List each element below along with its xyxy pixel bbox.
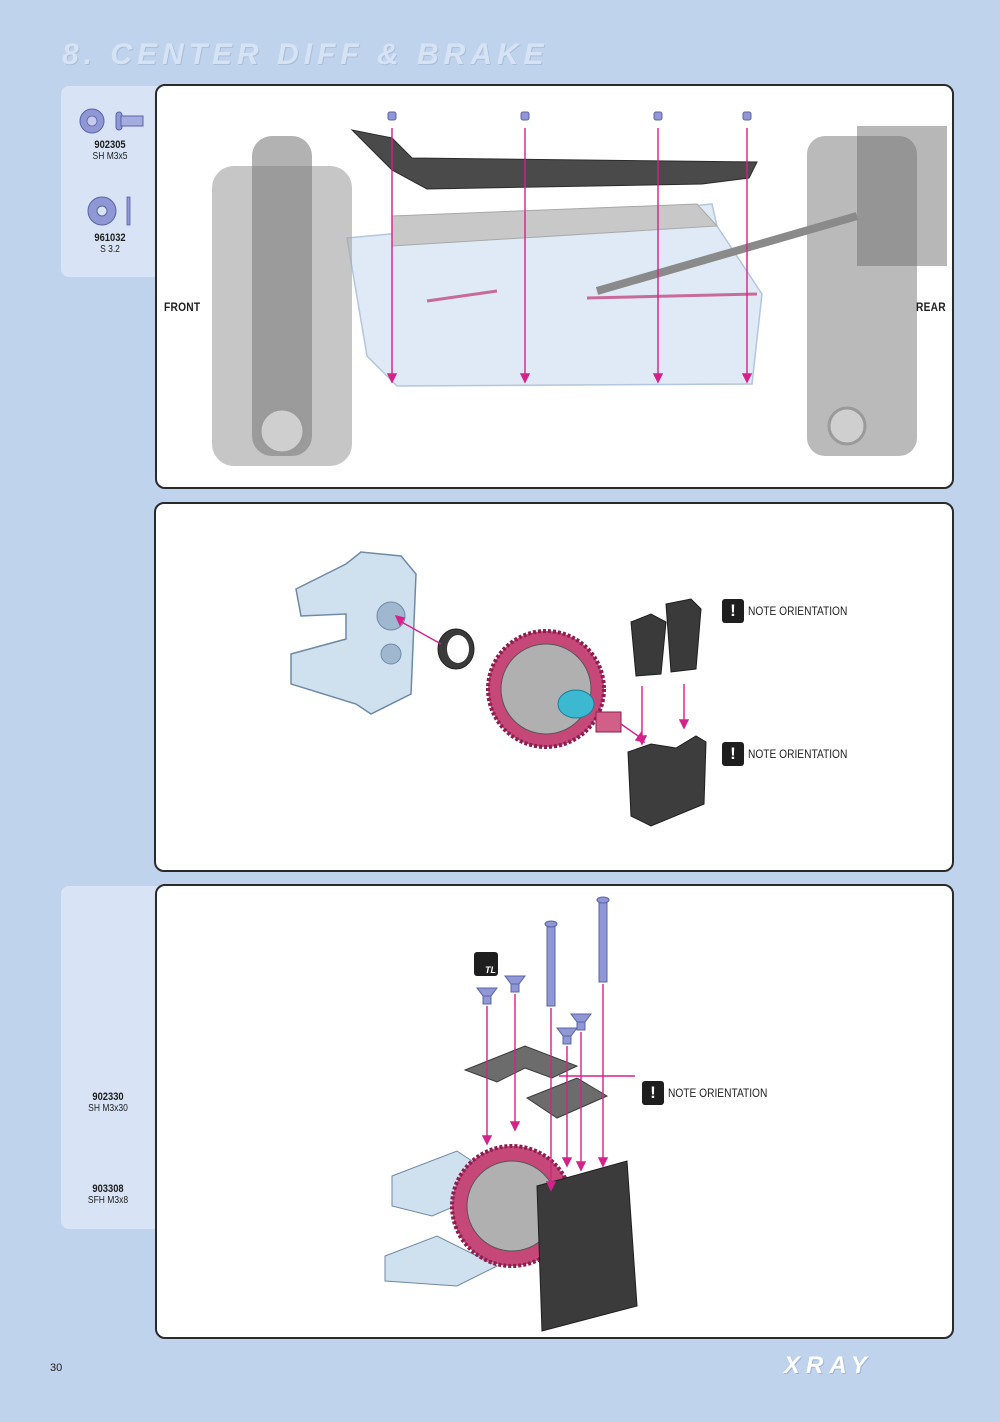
part-903308: 903308 SFH M3x8	[87, 1183, 129, 1207]
brake-assembly-illustration	[384, 896, 638, 1332]
part-961032: 961032 S 3.2	[94, 232, 126, 256]
threadlock-icon: TL	[474, 952, 498, 976]
page-number: 30	[50, 1362, 63, 1374]
step1-panel	[155, 84, 954, 489]
page-title: 8. CENTER DIFF & BRAKE	[62, 38, 549, 71]
step3-panel	[155, 884, 954, 1339]
note-orientation-bottom: ! NOTE ORIENTATION	[722, 742, 865, 766]
part-902330: 902330 SH M3x30	[88, 1091, 128, 1115]
warning-icon: !	[722, 742, 744, 766]
note-orientation-top: ! NOTE ORIENTATION	[722, 599, 865, 623]
button-head-screw-icon	[79, 108, 144, 134]
step2-panel	[154, 502, 954, 872]
warning-icon: !	[642, 1081, 664, 1105]
front-label: FRONT	[164, 300, 201, 314]
parts-box-step1	[61, 86, 161, 277]
part-902305: 902305 SH M3x5	[92, 139, 128, 163]
note-orientation-step3: ! NOTE ORIENTATION	[642, 1081, 785, 1105]
washer-icon	[87, 196, 131, 226]
warning-icon: !	[722, 599, 744, 623]
rear-label: REAR	[916, 300, 946, 314]
xray-logo: XRAY	[784, 1352, 873, 1379]
parts-box-step3	[61, 886, 161, 1229]
chassis-illustration	[212, 111, 947, 466]
center-diff-illustration	[290, 551, 707, 827]
